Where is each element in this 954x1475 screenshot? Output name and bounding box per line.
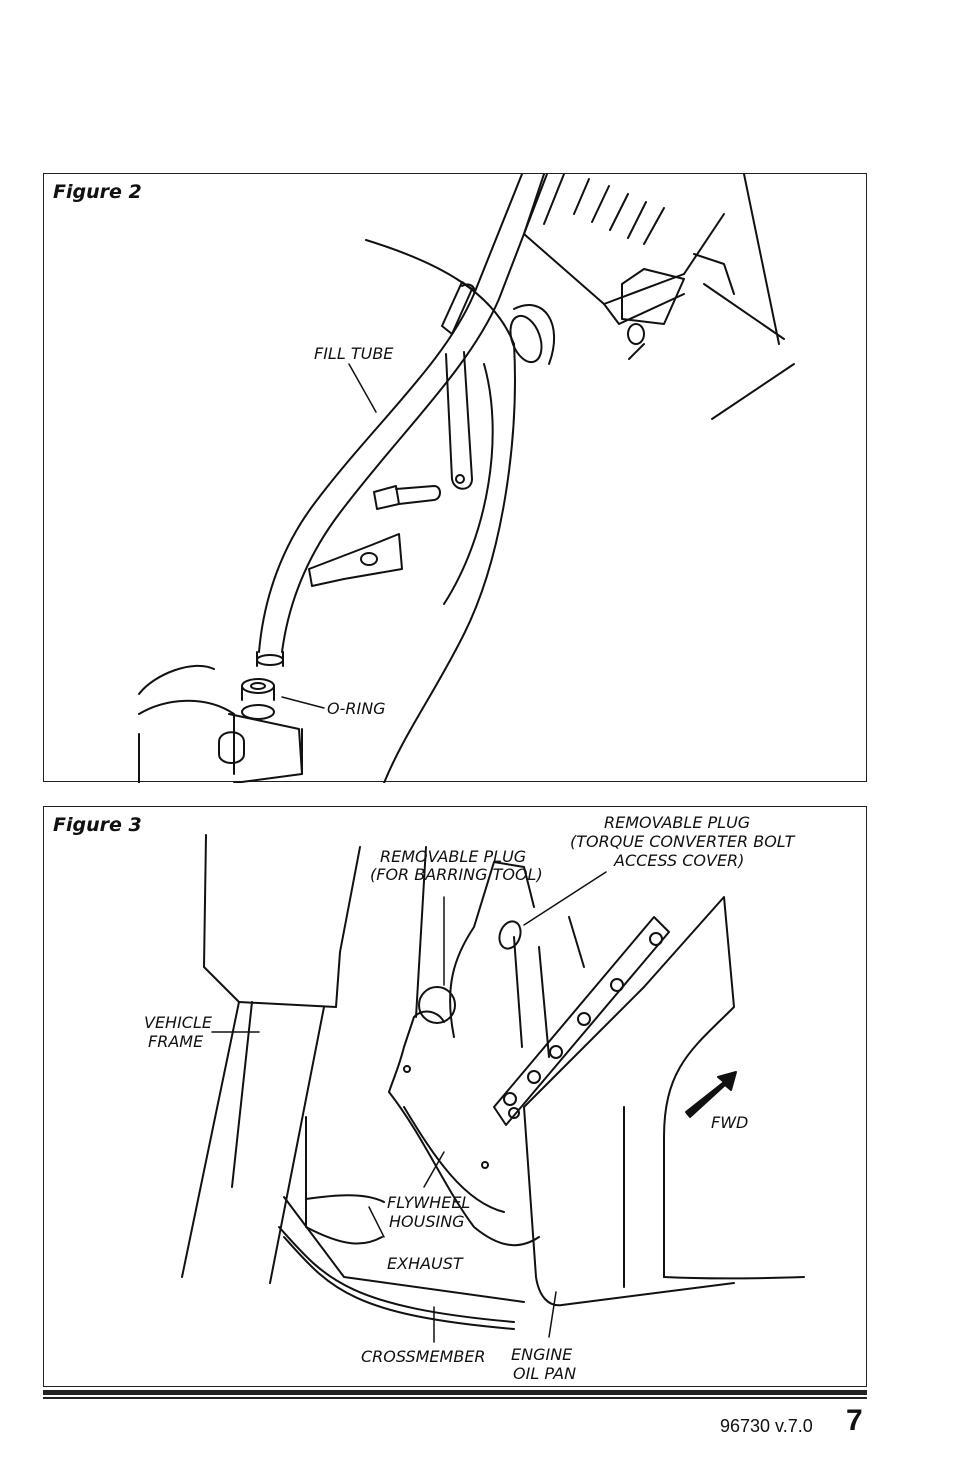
figure-3-title: Figure 3 (53, 814, 142, 836)
o-ring-label: O-RING (327, 699, 386, 718)
figure-3-panel: Figure 3 (43, 806, 867, 1387)
flywheel-housing-label-1: FLYWHEEL (387, 1193, 470, 1212)
footer-rule-thin (43, 1397, 867, 1399)
engine-oil-pan-label-1: ENGINE (511, 1345, 573, 1364)
figure-2-illustration: FILL TUBE O-RING (138, 174, 795, 783)
fill-tube-label: FILL TUBE (314, 344, 394, 363)
figure-2-panel: Figure 2 (43, 173, 867, 783)
fwd-label: FWD (711, 1113, 748, 1132)
figure-2-title: Figure 2 (53, 181, 142, 203)
removable-plug-barring-label-1: REMOVABLE PLUG (380, 847, 526, 866)
removable-plug-torque-label-3: ACCESS COVER) (613, 851, 744, 870)
crossmember-label: CROSSMEMBER (361, 1347, 486, 1366)
removable-plug-torque-label-1: REMOVABLE PLUG (604, 813, 750, 832)
footer-rule-thick (43, 1390, 867, 1395)
figure-3-illustration: REMOVABLE PLUG (FOR BARRING TOOL) REMOVA… (144, 813, 805, 1383)
flywheel-housing-label-2: HOUSING (389, 1212, 465, 1231)
engine-oil-pan-label-2: OIL PAN (513, 1364, 576, 1383)
fill-tube (258, 174, 523, 653)
document-version: 96730 v.7.0 (720, 1416, 813, 1436)
vehicle-frame-label-1: VEHICLE (144, 1013, 213, 1032)
page-number: 7 (846, 1404, 863, 1437)
removable-plug-barring-label-2: (FOR BARRING TOOL) (370, 865, 543, 884)
removable-plug-torque-label-2: (TORQUE CONVERTER BOLT (570, 832, 796, 851)
exhaust-label: EXHAUST (387, 1254, 464, 1273)
vehicle-frame-label-2: FRAME (148, 1032, 204, 1051)
